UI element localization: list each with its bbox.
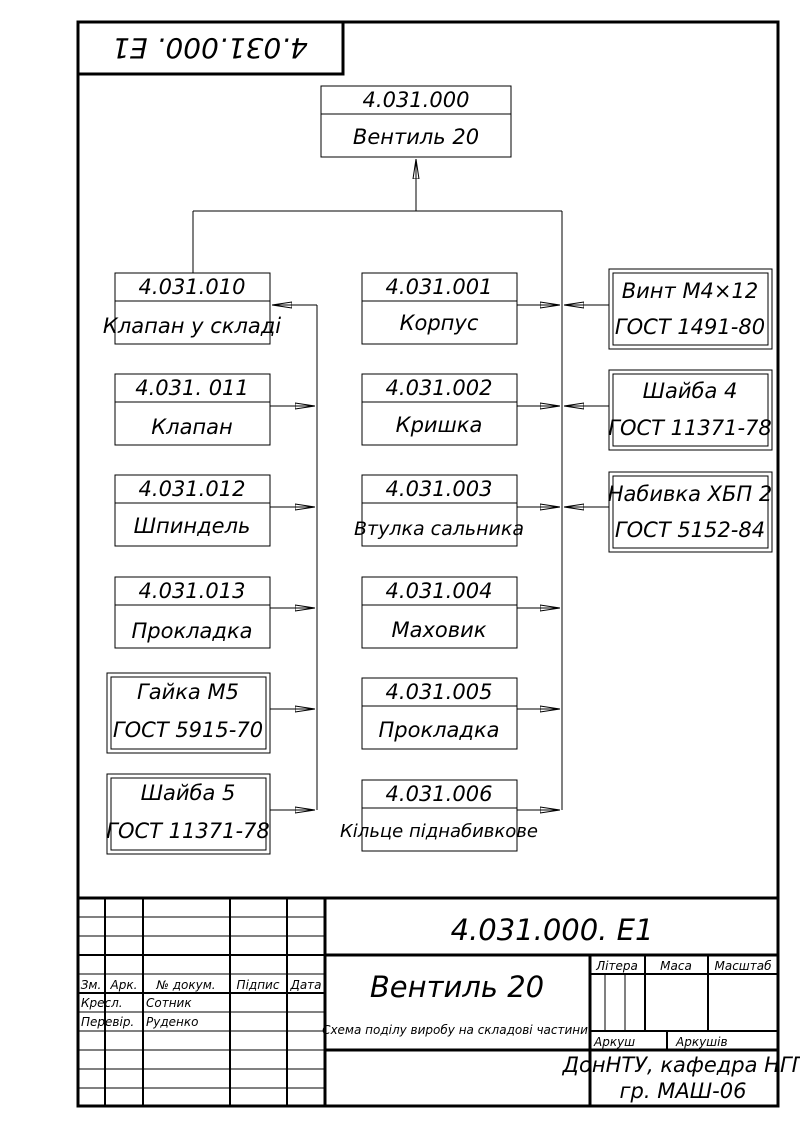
left-node: 4.031. 011 Клапан (114, 373, 271, 446)
node-line1: Шайба 5 (141, 781, 236, 805)
inverted-code-stamp: 4.031.000. Е1 (76, 20, 345, 76)
middle-node: 4.031.001 Корпус (361, 272, 518, 345)
middle-node: 4.031.005 Прокладка (361, 677, 518, 750)
inverted-code-text: 4.031.000. Е1 (112, 32, 308, 65)
node-name: Прокладка (378, 718, 499, 742)
title-block: 4.031.000. Е1 Вентиль 20 Схема поділу ви… (78, 896, 800, 1106)
node-code: 4.031.001 (386, 275, 493, 299)
node-code: 4.031.006 (386, 782, 493, 806)
node-name: Втулка сальника (354, 518, 524, 540)
left-node: 4.031.012 Шпиндель (114, 474, 271, 547)
product-name: Вентиль 20 (370, 970, 544, 1004)
node-line2: ГОСТ 1491-80 (615, 315, 765, 339)
node-name: Корпус (400, 311, 479, 335)
header-date: Дата (289, 978, 321, 992)
node-line1: Гайка М5 (137, 680, 239, 704)
node-line2: ГОСТ 5915-70 (113, 718, 263, 742)
label-sheet: Аркуш (593, 1035, 635, 1049)
label-litera: Літера (595, 959, 638, 973)
label-mass: Маса (660, 959, 692, 973)
node-name: Шпиндель (134, 514, 251, 538)
node-code: 4.031.012 (139, 477, 246, 501)
person-drawn: Сотник (146, 996, 192, 1010)
node-name: Кришка (396, 413, 483, 437)
node-code: 4.031.005 (386, 680, 493, 704)
node-line1: Винт М4×12 (622, 279, 759, 303)
node-name: Клапан (151, 415, 233, 439)
document-title: Схема поділу виробу на складові частини (322, 1023, 588, 1037)
node-name: Прокладка (131, 619, 252, 643)
left-node: 4.031.010 Клапан у складі (103, 272, 281, 345)
label-scale: Масштаб (714, 959, 772, 973)
label-sheets: Аркушів (675, 1035, 728, 1049)
node-code: 4.031.004 (386, 579, 493, 603)
node-name: Кільце піднабивкове (340, 821, 538, 842)
role-checked: Перевір. (81, 1015, 134, 1029)
organization: ДонНТУ, кафедра НГГ (562, 1053, 800, 1077)
node-line1: Набивка ХБП 2 (608, 482, 772, 506)
left-standard-node: Шайба 5 ГОСТ 11371-78 (106, 773, 271, 855)
designation: 4.031.000. Е1 (451, 913, 654, 947)
node-code: 4.031.013 (139, 579, 246, 603)
left-standard-node: Гайка М5 ГОСТ 5915-70 (106, 672, 271, 754)
node-line2: ГОСТ 11371-78 (608, 416, 772, 440)
root-node: 4.031.000 Вентиль 20 (320, 85, 512, 158)
middle-node: 4.031.004 Маховик (361, 576, 518, 649)
node-line2: ГОСТ 11371-78 (106, 819, 270, 843)
connector-lines (192, 159, 609, 810)
root-code: 4.031.000 (363, 88, 470, 112)
group: гр. МАШ-06 (620, 1079, 747, 1103)
node-line1: Шайба 4 (643, 379, 738, 403)
middle-node: 4.031.006 Кільце піднабивкове (340, 779, 538, 852)
middle-node: 4.031.003 Втулка сальника (354, 474, 524, 547)
right-standard-node: Винт М4×12 ГОСТ 1491-80 (608, 268, 773, 350)
node-code: 4.031.002 (386, 376, 493, 400)
right-standard-node: Набивка ХБП 2 ГОСТ 5152-84 (608, 471, 773, 553)
node-code: 4.031. 011 (135, 376, 249, 400)
drawing-frame (76, 20, 780, 1108)
header-signature: Підпис (237, 978, 280, 992)
header-zm: Зм. (81, 978, 102, 992)
node-name: Клапан у складі (103, 314, 281, 338)
node-line2: ГОСТ 5152-84 (615, 518, 765, 542)
person-checked: Руденко (146, 1015, 198, 1029)
role-drawn: Кресл. (81, 996, 123, 1010)
middle-node: 4.031.002 Кришка (361, 373, 518, 446)
node-code: 4.031.003 (386, 477, 493, 501)
header-doc-no: № докум. (155, 978, 215, 992)
node-code: 4.031.010 (139, 275, 246, 299)
node-name: Маховик (392, 618, 487, 642)
root-name: Вентиль 20 (353, 125, 479, 149)
header-ark: Арк. (110, 978, 138, 992)
right-standard-node: Шайба 4 ГОСТ 11371-78 (608, 369, 773, 451)
left-node: 4.031.013 Прокладка (114, 576, 271, 649)
